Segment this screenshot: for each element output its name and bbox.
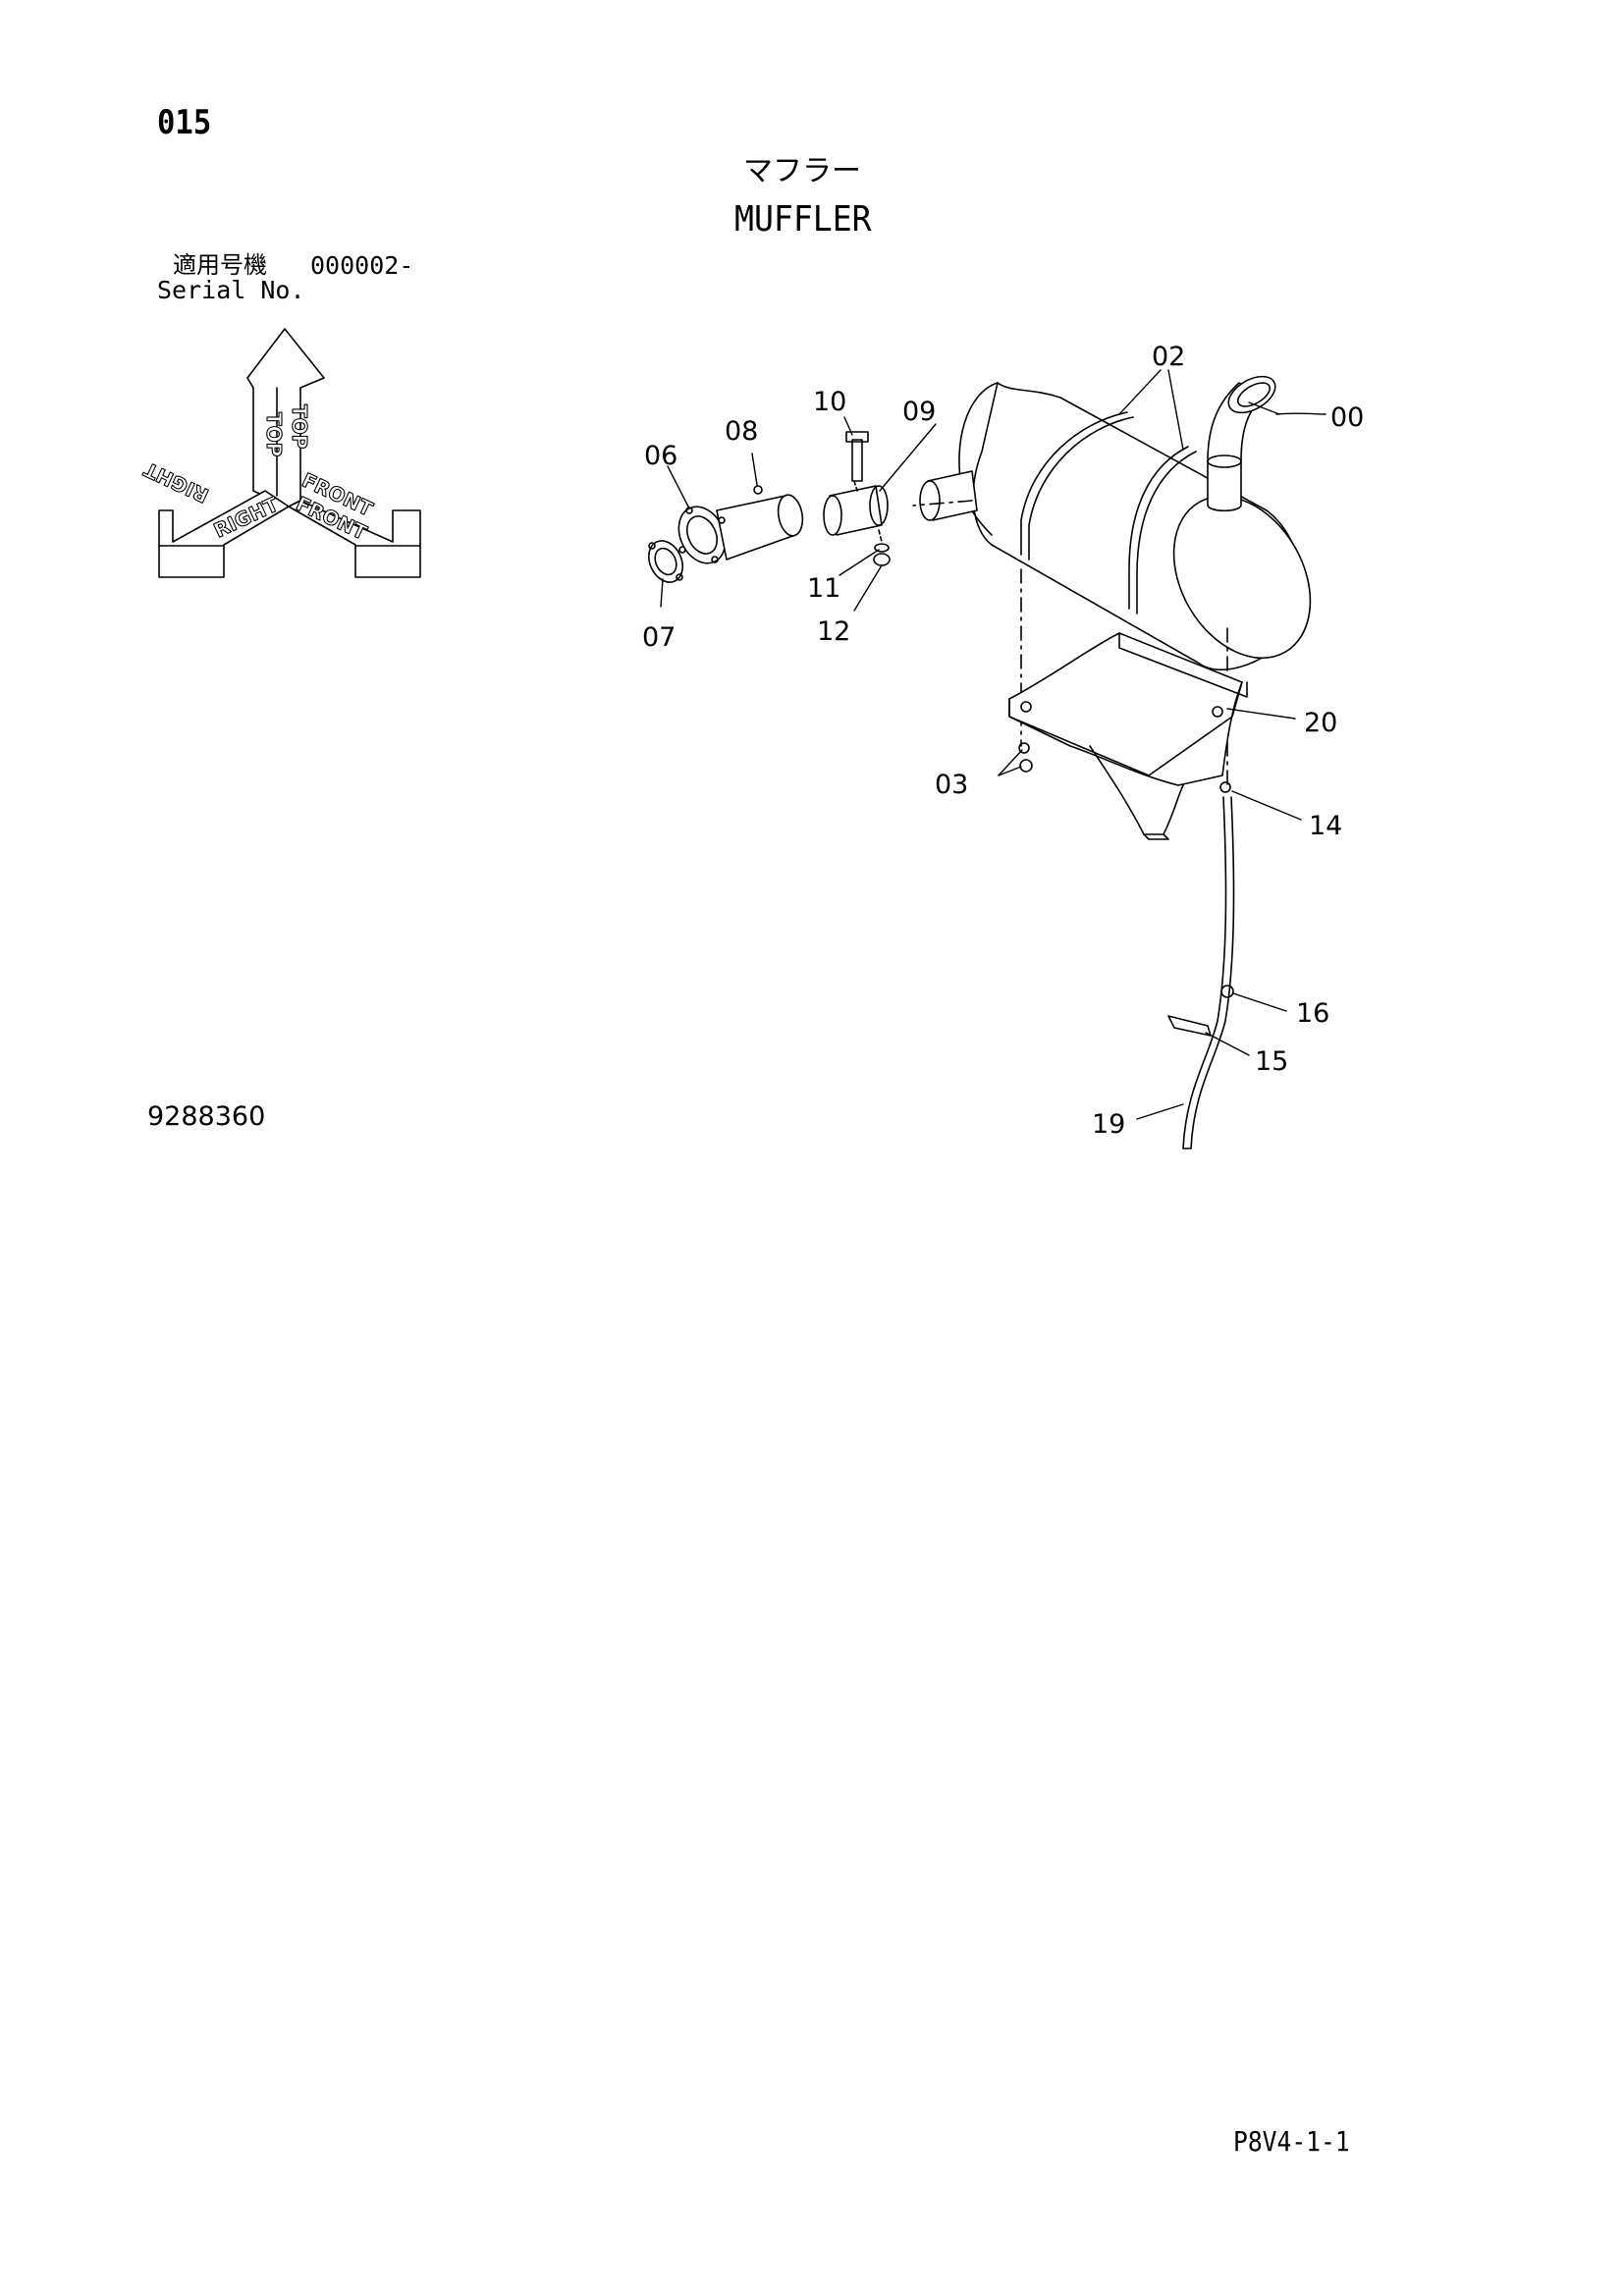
callout-15: 15: [1255, 1046, 1288, 1077]
callout-02: 02: [1152, 342, 1185, 372]
tail-pipe: [1207, 375, 1276, 512]
callout-08: 08: [725, 416, 758, 447]
sheet-code: P8V4-1-1: [1233, 2125, 1350, 2158]
orientation-top-right: TOP: [288, 404, 311, 449]
callout-06: 06: [644, 441, 677, 471]
callout-14: 14: [1309, 811, 1342, 841]
callout-19: 19: [1092, 1109, 1125, 1140]
serial-label: Serial No.: [157, 276, 305, 304]
pipe-coupling: [823, 431, 891, 566]
drawing-number: 9288360: [147, 1101, 266, 1132]
title-japanese: マフラー: [743, 154, 861, 188]
orientation-indicator: TOP TOP RIGHT RIGHT FRONT FRONT: [139, 328, 421, 578]
callout-11: 11: [807, 573, 840, 604]
callout-03: 03: [935, 770, 968, 800]
muffler-body: [912, 382, 1312, 786]
nuts-03: [1018, 742, 1033, 773]
leader-lines: [660, 369, 1326, 1120]
callout-00: 00: [1330, 402, 1364, 433]
gasket: [647, 540, 684, 583]
nut-14: [1219, 781, 1231, 793]
drain-tube: [1167, 796, 1235, 1149]
orientation-right: RIGHT: [140, 457, 213, 507]
callout-12: 12: [817, 616, 850, 647]
page-title: MUFFLER: [734, 199, 872, 240]
serial-label-japanese: 適用号機: [173, 251, 267, 279]
callout-10: 10: [813, 387, 846, 417]
washer-08: [753, 485, 763, 495]
callout-20: 20: [1304, 708, 1337, 738]
page-number: 015: [157, 103, 212, 142]
serial-number-value: 000002-: [310, 251, 414, 280]
orientation-right-lower: RIGHT: [210, 492, 283, 542]
callout-16: 16: [1296, 998, 1329, 1029]
muffler-bracket: [1008, 632, 1248, 840]
flange: [677, 494, 804, 564]
orientation-top-left: TOP: [262, 412, 286, 456]
callout-07: 07: [642, 622, 676, 653]
callout-09: 09: [902, 397, 936, 427]
